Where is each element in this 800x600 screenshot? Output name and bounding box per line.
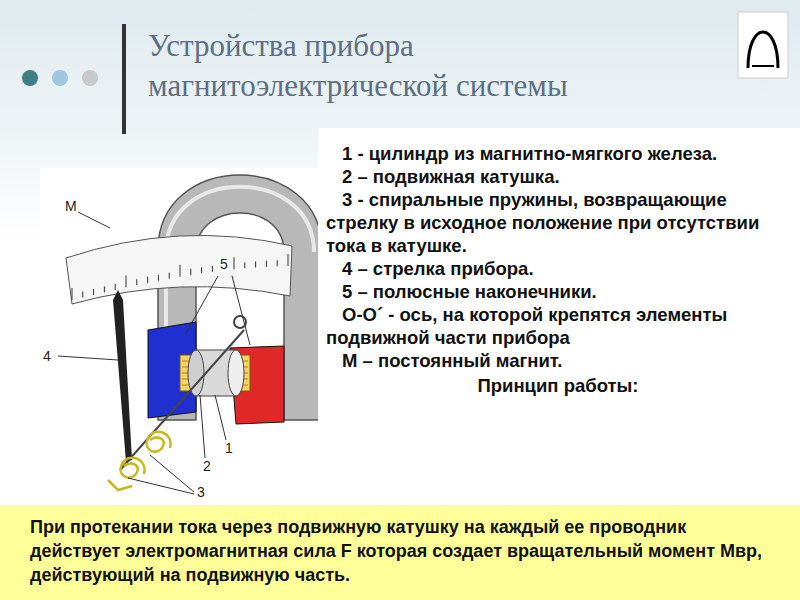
needle bbox=[113, 290, 132, 462]
scale bbox=[66, 235, 292, 304]
callout-number: М bbox=[64, 198, 78, 214]
scale-tick bbox=[255, 261, 256, 267]
scale-tick bbox=[244, 262, 245, 268]
legend-panel: 1 - цилиндр из магнитно-мягкого железа.2… bbox=[318, 128, 800, 503]
body-text: При протекании тока через подвижную кату… bbox=[30, 515, 780, 587]
scale-tick bbox=[158, 275, 159, 281]
scale-tick bbox=[126, 276, 127, 288]
section-heading: Принцип работы: bbox=[326, 374, 790, 397]
spiral-spring bbox=[108, 432, 171, 490]
callout-number: 2 bbox=[202, 458, 212, 474]
bullet-dot bbox=[22, 70, 38, 86]
callout-number: 4 bbox=[42, 348, 52, 364]
callout-number: 3 bbox=[196, 484, 206, 500]
scale-tick bbox=[115, 284, 116, 290]
scale-tick bbox=[136, 279, 137, 285]
bullet-dot bbox=[82, 70, 98, 86]
legend-item: 4 – стрелка прибора. bbox=[326, 257, 790, 280]
slide-title: Устройства прибора магнитоэлектрической … bbox=[148, 26, 708, 106]
iron-cylinder bbox=[188, 350, 244, 396]
scale-tick bbox=[72, 288, 73, 300]
scale-tick bbox=[180, 265, 181, 277]
scale-tick bbox=[104, 286, 105, 292]
legend-item: 5 – полюсные наконечники. bbox=[326, 280, 790, 303]
logo bbox=[738, 12, 788, 78]
scale-tick bbox=[82, 291, 83, 297]
callout-number: 5 bbox=[219, 256, 229, 272]
legend-item: М – постоянный магнит. bbox=[326, 349, 790, 372]
legend-item: 1 - цилиндр из магнитно-мягкого железа. bbox=[326, 142, 790, 165]
legend-item: О-О´ - ось, на которой крепятся элементы… bbox=[326, 303, 790, 349]
legend-item: 3 - спиральные пружины, возвращающие стр… bbox=[326, 188, 790, 257]
title-rule bbox=[122, 24, 126, 134]
scale-tick bbox=[169, 273, 170, 279]
scale-tick bbox=[288, 254, 289, 266]
scale-tick bbox=[201, 267, 202, 273]
principle-box: При протекании тока через подвижную кату… bbox=[0, 505, 800, 600]
leader-line bbox=[58, 212, 250, 494]
scale-tick bbox=[190, 269, 191, 275]
scale-tick bbox=[93, 289, 94, 295]
scale-tick bbox=[147, 277, 148, 283]
scale-tick bbox=[266, 261, 267, 267]
scale-tick bbox=[212, 266, 213, 272]
legend-item: 2 – подвижная катушка. bbox=[326, 165, 790, 188]
bullet-dot bbox=[52, 70, 68, 86]
scale-tick bbox=[277, 260, 278, 266]
permanent-magnet bbox=[158, 175, 322, 420]
scale-tick bbox=[234, 257, 235, 269]
callout-number: 1 bbox=[224, 440, 234, 456]
axis bbox=[120, 316, 246, 470]
